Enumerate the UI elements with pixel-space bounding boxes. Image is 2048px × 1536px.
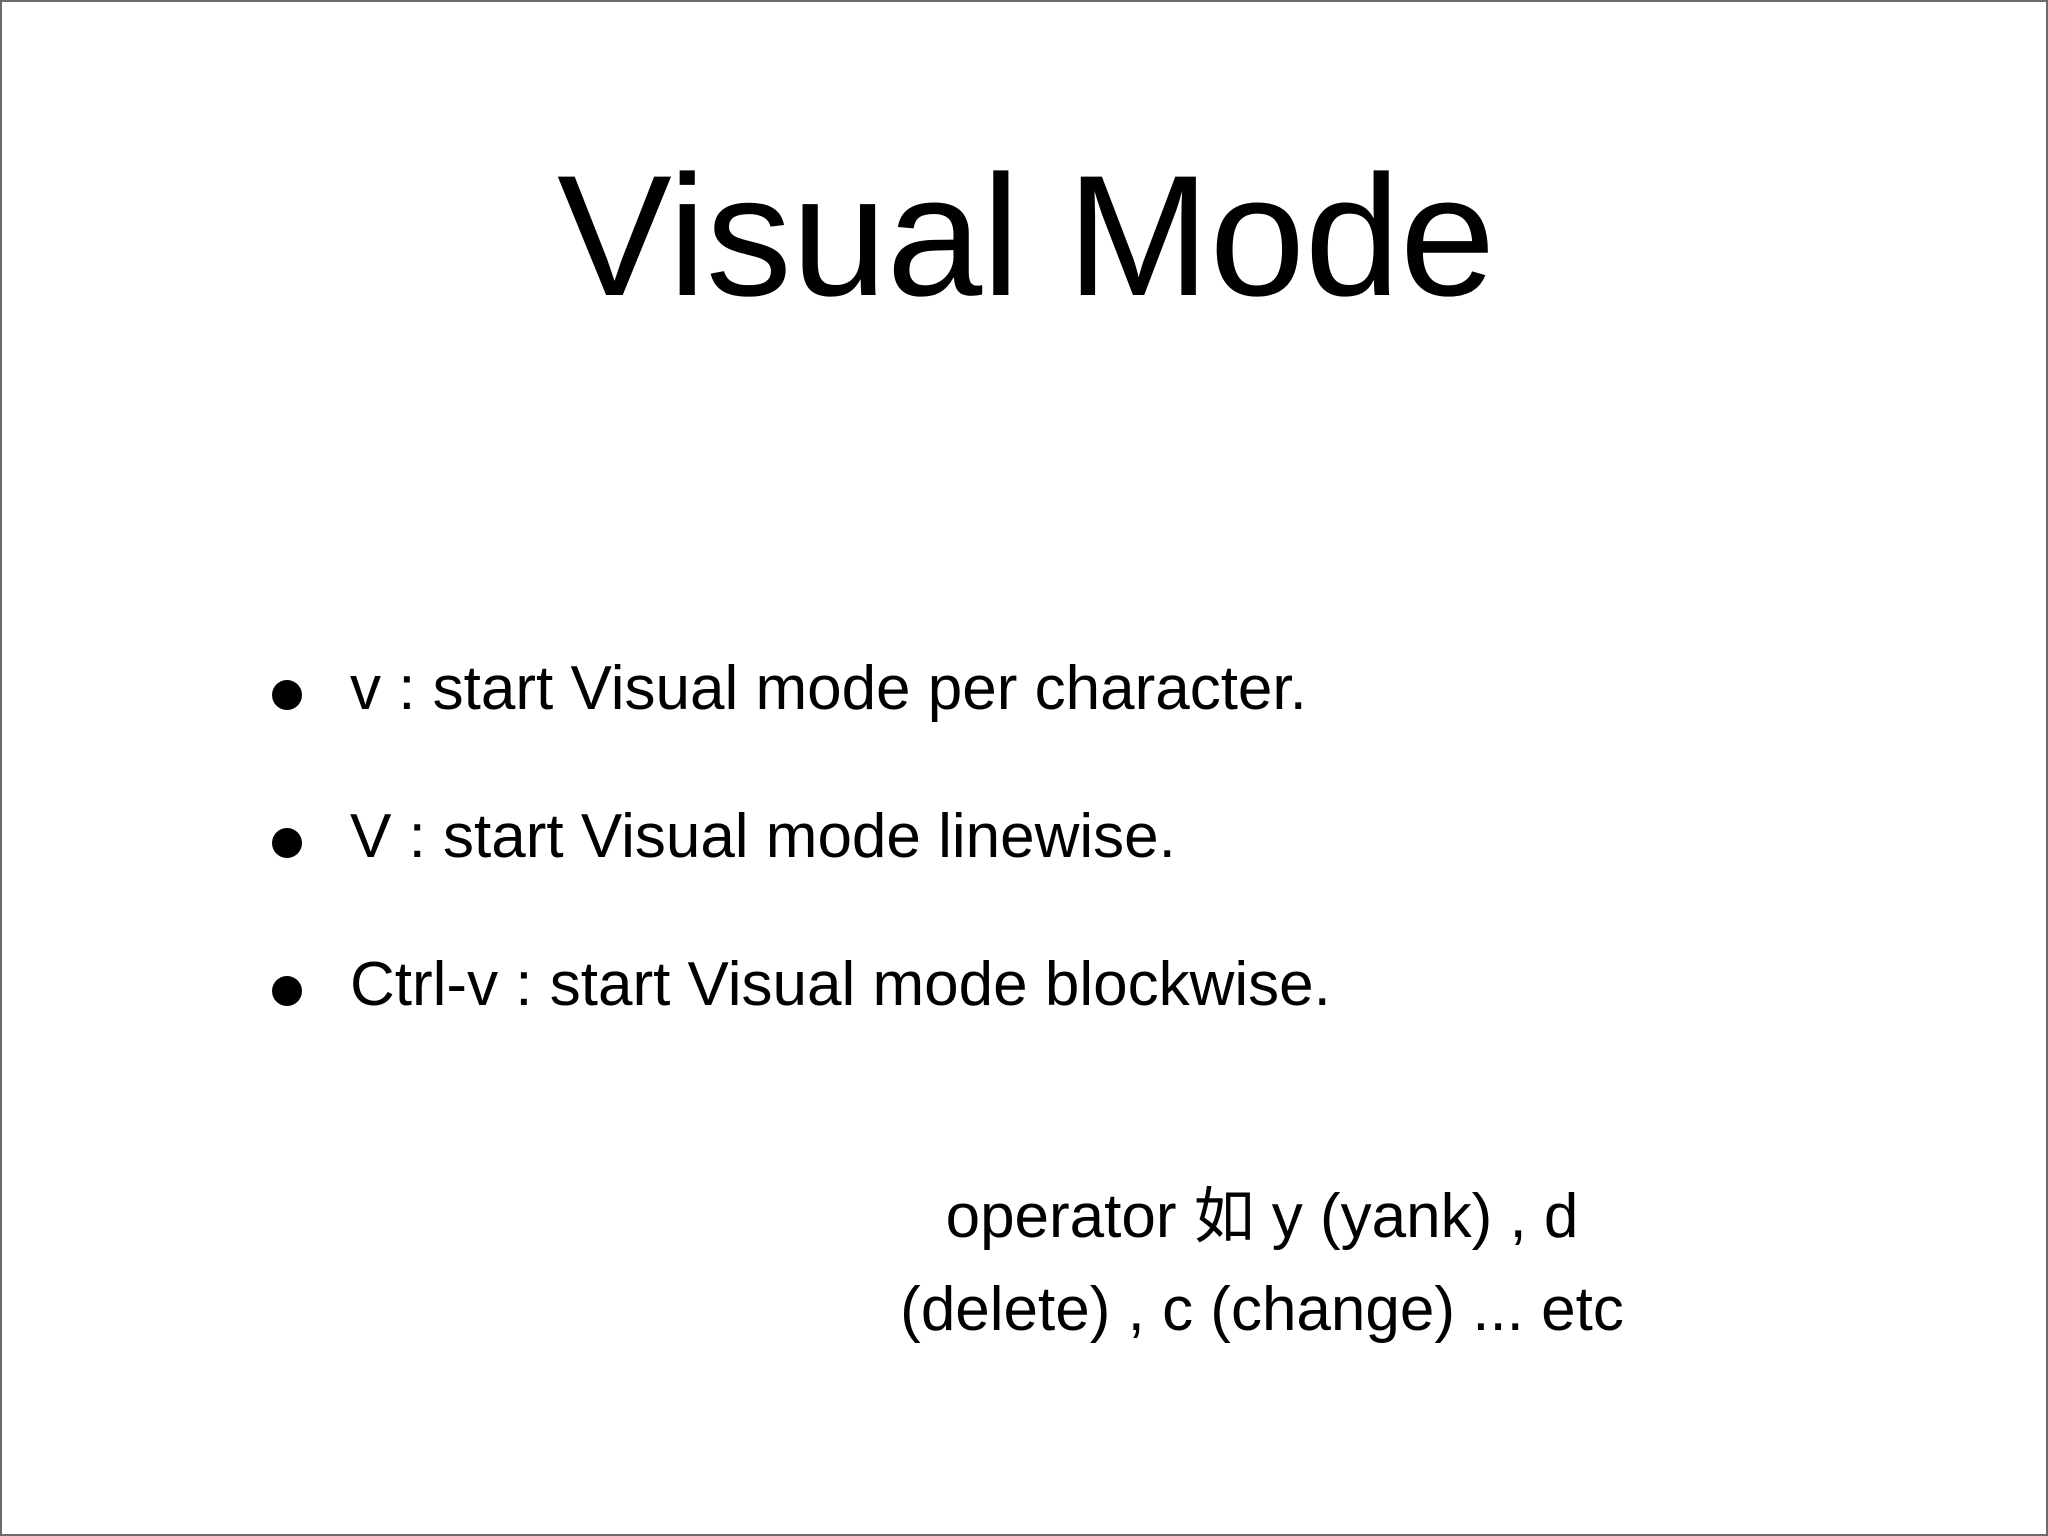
list-item-label: V : start Visual mode linewise. — [350, 802, 1176, 871]
note-line-1-prefix: operator — [945, 1182, 1194, 1251]
page-title: Visual Mode — [557, 140, 1495, 332]
note-line-1-cjk: 如 — [1193, 1182, 1255, 1252]
bullet-dot-icon — [272, 680, 302, 710]
note-line-2: (delete) , c (change) ... etc — [900, 1275, 1624, 1345]
bullet-dot-icon — [272, 828, 302, 858]
bullet-dot-icon — [272, 976, 302, 1006]
list-item-label: Ctrl-v : start Visual mode blockwise. — [350, 950, 1331, 1019]
note-line-1-suffix: y (yank) , d — [1254, 1182, 1579, 1251]
list-item: v : start Visual mode per character. — [264, 658, 1864, 720]
bullet-list: v : start Visual mode per character. V :… — [264, 658, 1864, 1016]
list-item: Ctrl-v : start Visual mode blockwise. — [264, 954, 1864, 1016]
note-line-1: operator 如 y (yank) , d — [762, 1170, 1762, 1263]
list-item: V : start Visual mode linewise. — [264, 806, 1864, 868]
list-item-label: v : start Visual mode per character. — [350, 654, 1307, 723]
note-block: operator 如 y (yank) , d (delete) , c (ch… — [762, 1170, 1762, 1356]
